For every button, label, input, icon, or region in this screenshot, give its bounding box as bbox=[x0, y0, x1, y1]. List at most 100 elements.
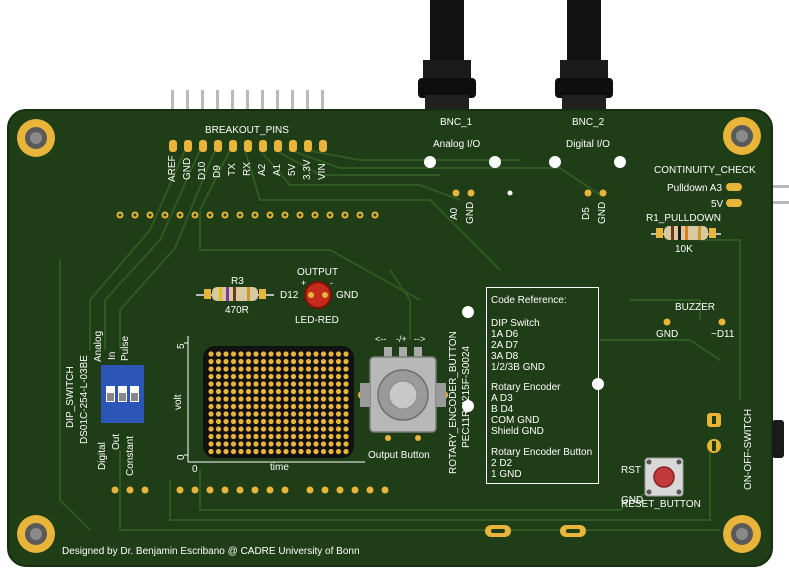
buzzer-pads bbox=[663, 318, 726, 326]
perfboard-hole bbox=[320, 426, 327, 432]
r1-name: R1_PULLDOWN bbox=[646, 213, 722, 224]
continuity-pads bbox=[726, 183, 742, 207]
perfboard-hole bbox=[343, 396, 349, 402]
perfboard-hole bbox=[223, 418, 229, 425]
perfboard-hole bbox=[238, 358, 244, 365]
perfboard-hole bbox=[305, 403, 312, 410]
dip-part: DS01C-254-L-03BE bbox=[79, 355, 90, 444]
perfboard-hole bbox=[343, 358, 349, 365]
perfboard-hole bbox=[253, 433, 259, 440]
perfboard-hole bbox=[320, 396, 327, 402]
perfboard-hole bbox=[223, 426, 229, 432]
perfboard-hole bbox=[208, 351, 214, 357]
perfboard-hole bbox=[230, 448, 237, 455]
bnc2-label: Digital I/O bbox=[566, 139, 610, 150]
perfboard-hole bbox=[283, 366, 289, 372]
dip-label-in: In bbox=[107, 351, 118, 360]
perfboard-hole bbox=[313, 403, 319, 410]
buzzer-title: BUZZER bbox=[675, 302, 715, 313]
perfboard-hole bbox=[335, 403, 342, 410]
perfboard-hole bbox=[335, 351, 342, 357]
breakout-pin-5v: 5V bbox=[287, 163, 298, 176]
perfboard-hole bbox=[328, 418, 334, 425]
perfboard-hole bbox=[283, 358, 289, 365]
plot-ymin: 0 bbox=[176, 454, 187, 460]
perfboard-hole bbox=[328, 358, 334, 365]
perfboard-hole bbox=[328, 411, 334, 417]
perfboard-hole bbox=[313, 351, 319, 357]
perfboard-hole bbox=[268, 396, 274, 402]
perfboard-hole bbox=[313, 433, 319, 440]
perfboard-hole bbox=[320, 411, 327, 417]
rotary-encoder[interactable] bbox=[358, 347, 448, 441]
perfboard-hole bbox=[305, 411, 312, 417]
perfboard-hole bbox=[238, 388, 244, 395]
perfboard-hole bbox=[275, 381, 282, 387]
code-reference-line: 2A D7 bbox=[491, 340, 519, 351]
perfboard-hole bbox=[245, 351, 252, 357]
on-off-switch-label: ON-OFF-SWITCH bbox=[743, 408, 754, 490]
perfboard-hole bbox=[335, 426, 342, 432]
perfboard-hole bbox=[275, 433, 282, 440]
perfboard-hole bbox=[223, 358, 229, 365]
perfboard-hole bbox=[238, 426, 244, 432]
r3-value: 470R bbox=[225, 305, 249, 316]
bnc1-label: Analog I/O bbox=[433, 139, 481, 150]
perfboard-hole bbox=[268, 433, 274, 440]
perfboard-hole bbox=[275, 426, 282, 432]
dip-name: DIP_SWITCH bbox=[65, 366, 76, 428]
code-reference-line: Shield GND bbox=[491, 426, 544, 437]
perfboard-hole bbox=[328, 366, 334, 372]
traces bbox=[59, 149, 741, 531]
perfboard-hole bbox=[283, 388, 289, 395]
bnc2-name: BNC_2 bbox=[572, 117, 605, 128]
perfboard-hole bbox=[298, 381, 304, 387]
perfboard-hole bbox=[313, 448, 319, 455]
perfboard-hole bbox=[223, 396, 229, 402]
perfboard-hole bbox=[245, 448, 252, 455]
perfboard-hole bbox=[260, 411, 267, 417]
code-reference-line: 1A D6 bbox=[491, 329, 519, 340]
perfboard-hole bbox=[253, 448, 259, 455]
switch-lever[interactable] bbox=[772, 420, 784, 458]
perfboard-hole bbox=[245, 396, 252, 402]
perfboard-hole bbox=[238, 448, 244, 455]
perfboard-hole bbox=[260, 441, 267, 447]
perfboard-hole bbox=[215, 381, 222, 387]
perfboard-hole bbox=[208, 366, 214, 372]
perfboard-hole bbox=[290, 381, 297, 387]
buzzer-gnd: GND bbox=[656, 329, 679, 340]
reset-button[interactable] bbox=[644, 457, 684, 497]
perfboard-hole bbox=[275, 388, 282, 395]
perfboard-hole bbox=[208, 433, 214, 440]
perfboard-hole bbox=[223, 351, 229, 357]
perfboard-hole bbox=[290, 358, 297, 365]
perfboard-hole bbox=[305, 448, 312, 455]
dip-label-out: Out bbox=[111, 433, 122, 450]
perfboard-hole bbox=[230, 411, 237, 417]
perfboard-hole bbox=[253, 381, 259, 387]
perfboard-hole bbox=[208, 411, 214, 417]
perfboard-hole bbox=[328, 448, 334, 455]
perfboard-hole bbox=[260, 433, 267, 440]
perfboard-hole bbox=[320, 388, 327, 395]
bnc2-pin-d5: D5 bbox=[581, 207, 592, 220]
perfboard-hole bbox=[283, 351, 289, 357]
perfboard-hole bbox=[328, 388, 334, 395]
perfboard-hole bbox=[245, 358, 252, 365]
perfboard-hole bbox=[305, 441, 312, 447]
perfboard-hole bbox=[328, 426, 334, 432]
dip-label-constant: Constant bbox=[125, 435, 136, 476]
perfboard-hole bbox=[275, 441, 282, 447]
code-reference-line: DIP Switch bbox=[491, 318, 540, 329]
perfboard-hole bbox=[215, 418, 222, 425]
breakout-pin-aref: AREF bbox=[167, 155, 178, 182]
perfboard-hole bbox=[223, 433, 229, 440]
perfboard-hole bbox=[313, 396, 319, 402]
perfboard-hole bbox=[215, 396, 222, 402]
breakout-pin-d10: D10 bbox=[197, 161, 208, 180]
perfboard-hole bbox=[305, 388, 312, 395]
perfboard-hole bbox=[328, 403, 334, 410]
code-reference-line: Rotary Encoder bbox=[491, 382, 561, 393]
perfboard-hole bbox=[268, 373, 274, 380]
